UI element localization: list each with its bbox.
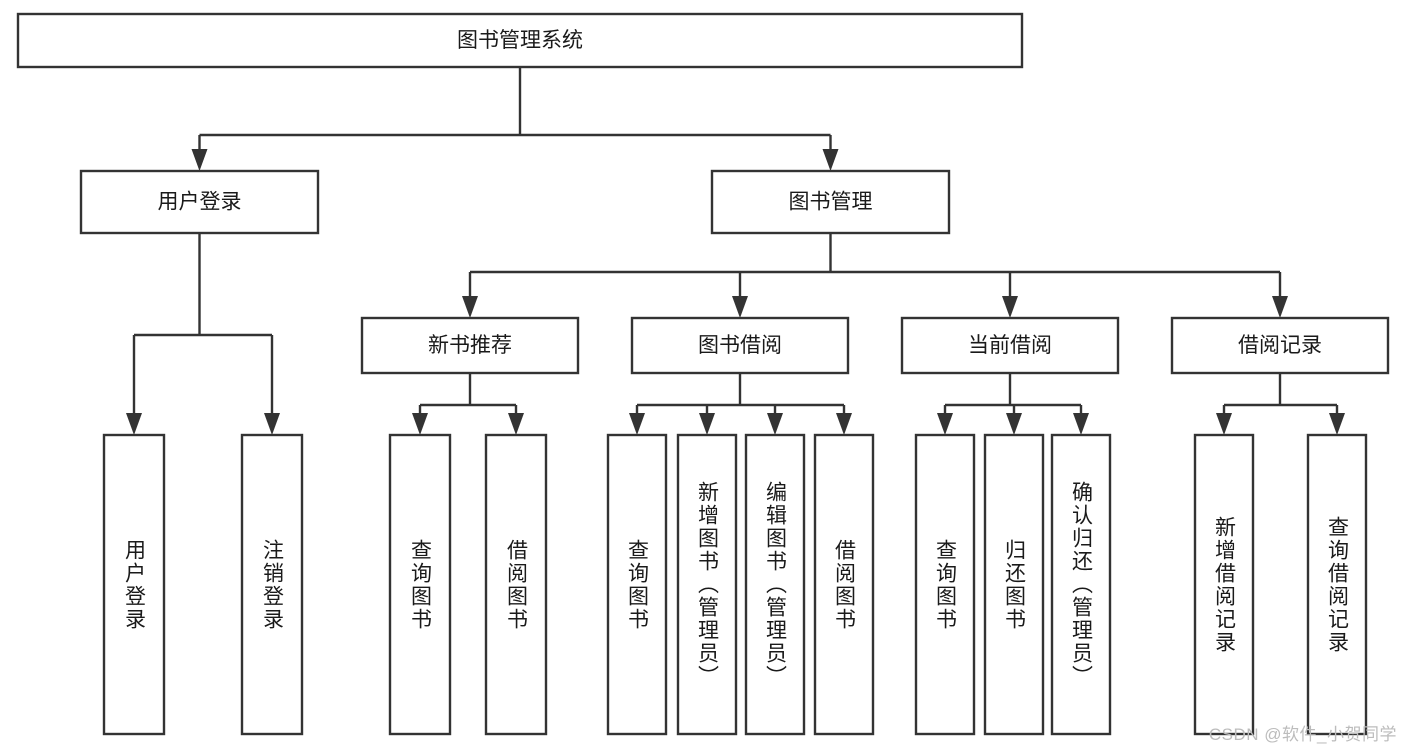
node-label-book-manage: 图书管理 [789,191,873,214]
node-box-leaf-borrow-edit-book[interactable] [744,433,806,736]
arrow-head-icon [1006,413,1022,435]
arrow-head-icon [629,413,645,435]
arrow-head-icon [1073,413,1089,435]
nodes-layer [16,12,1390,736]
node-box-leaf-user-login[interactable] [102,433,166,736]
arrow-head-icon [1272,296,1288,318]
node-box-leaf-borrow-borrow-book[interactable] [813,433,875,736]
node-box-leaf-rec-query-book[interactable] [388,433,452,736]
arrow-head-icon [191,149,208,171]
arrow-head-icon [937,413,953,435]
arrow-head-icon [1002,296,1018,318]
node-box-current-borrow[interactable] [900,316,1120,375]
node-box-book-manage[interactable] [710,169,951,235]
arrow-head-icon [836,413,852,435]
arrow-head-icon [462,296,478,318]
node-box-leaf-record-query[interactable] [1306,433,1368,736]
connectors-layer [126,67,1345,435]
arrow-head-icon [1329,413,1345,435]
node-box-leaf-borrow-add-book[interactable] [676,433,738,736]
node-box-book-borrow[interactable] [630,316,850,375]
arrow-head-icon [1216,413,1232,435]
node-label-book-borrow: 图书借阅 [698,334,782,357]
arrow-head-icon [767,413,783,435]
arrow-head-icon [412,413,428,435]
node-label-user-login: 用户登录 [158,191,242,214]
arrow-head-icon [264,413,280,435]
node-box-user-login[interactable] [79,169,320,235]
arrow-head-icon [699,413,715,435]
node-label-borrow-record: 借阅记录 [1238,334,1322,357]
arrow-head-icon [508,413,524,435]
node-label-root: 图书管理系统 [457,29,583,52]
node-box-leaf-record-add[interactable] [1193,433,1255,736]
arrow-head-icon [732,296,748,318]
node-label-current-borrow: 当前借阅 [968,334,1052,357]
node-box-leaf-user-logout[interactable] [240,433,304,736]
node-box-leaf-current-query-book[interactable] [914,433,976,736]
watermark-text: CSDN @软件_小贺同学 [1208,725,1397,744]
node-box-leaf-current-confirm-return[interactable] [1050,433,1112,736]
node-box-leaf-rec-borrow-book[interactable] [484,433,548,736]
arrow-head-icon [126,413,142,435]
arrow-head-icon [822,149,839,171]
node-box-root[interactable] [16,12,1024,69]
node-box-new-book-rec[interactable] [360,316,580,375]
node-box-leaf-current-return-book[interactable] [983,433,1045,736]
node-box-borrow-record[interactable] [1170,316,1390,375]
node-label-new-book-rec: 新书推荐 [428,334,512,357]
node-box-leaf-borrow-query-book[interactable] [606,433,668,736]
